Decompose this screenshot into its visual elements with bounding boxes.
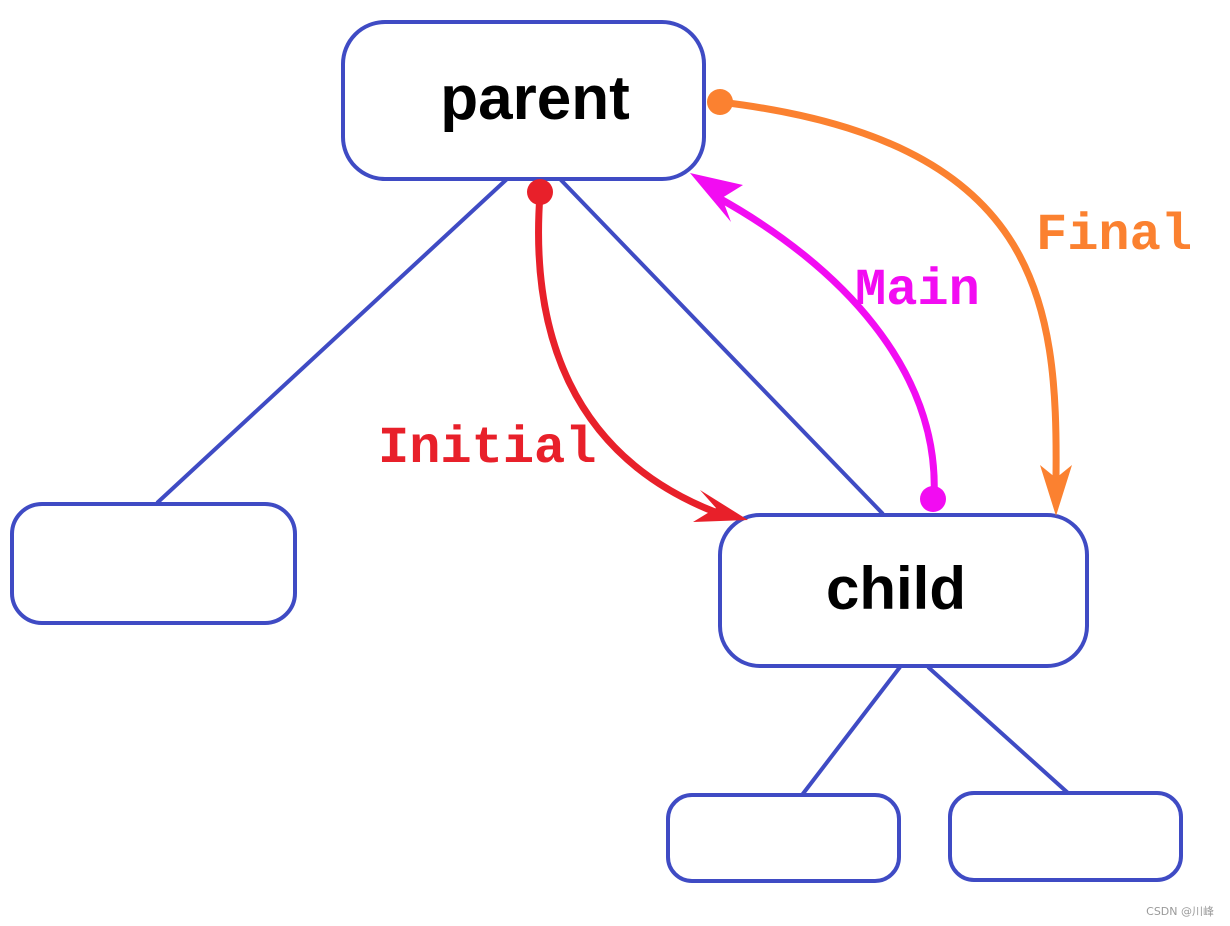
node-left[interactable] [10, 502, 297, 625]
transition-initial-start-dot [527, 179, 553, 205]
transition-initial-label: Initial [378, 419, 596, 478]
node-child-right-box [948, 791, 1183, 882]
transition-final-curve [716, 98, 1060, 482]
transition-final-start-dot [707, 89, 733, 115]
transition-main-label: Main [855, 261, 980, 320]
transition-final[interactable]: Final [707, 89, 1192, 516]
edge-child-right [926, 665, 1070, 795]
node-parent-label: parent [440, 64, 629, 133]
node-child-right[interactable] [948, 791, 1183, 882]
transition-main-arrowhead [690, 173, 743, 222]
node-parent[interactable]: parent [341, 20, 706, 181]
node-child-left[interactable] [666, 793, 901, 883]
transition-initial-arrowhead [693, 490, 748, 522]
transition-final-arrowhead [1040, 465, 1072, 516]
node-child-box [718, 513, 1089, 668]
transition-main-curve [713, 193, 938, 501]
transition-initial[interactable]: Initial [378, 179, 748, 522]
edge-parent-child [558, 177, 885, 516]
node-child-label: child [826, 555, 966, 622]
edge-parent-left [155, 177, 509, 505]
node-child-left-box [666, 793, 901, 883]
edge-child-left [800, 665, 902, 797]
node-left-box [10, 502, 297, 625]
watermark-text: CSDN @川峰 [1146, 905, 1214, 918]
transition-initial-curve [535, 190, 719, 516]
transition-main[interactable]: Main [690, 173, 980, 512]
tree-lines [155, 177, 1070, 797]
transition-main-start-dot [920, 486, 946, 512]
transition-final-label: Final [1036, 206, 1192, 265]
node-child[interactable]: child [718, 513, 1089, 668]
node-parent-box [341, 20, 706, 181]
